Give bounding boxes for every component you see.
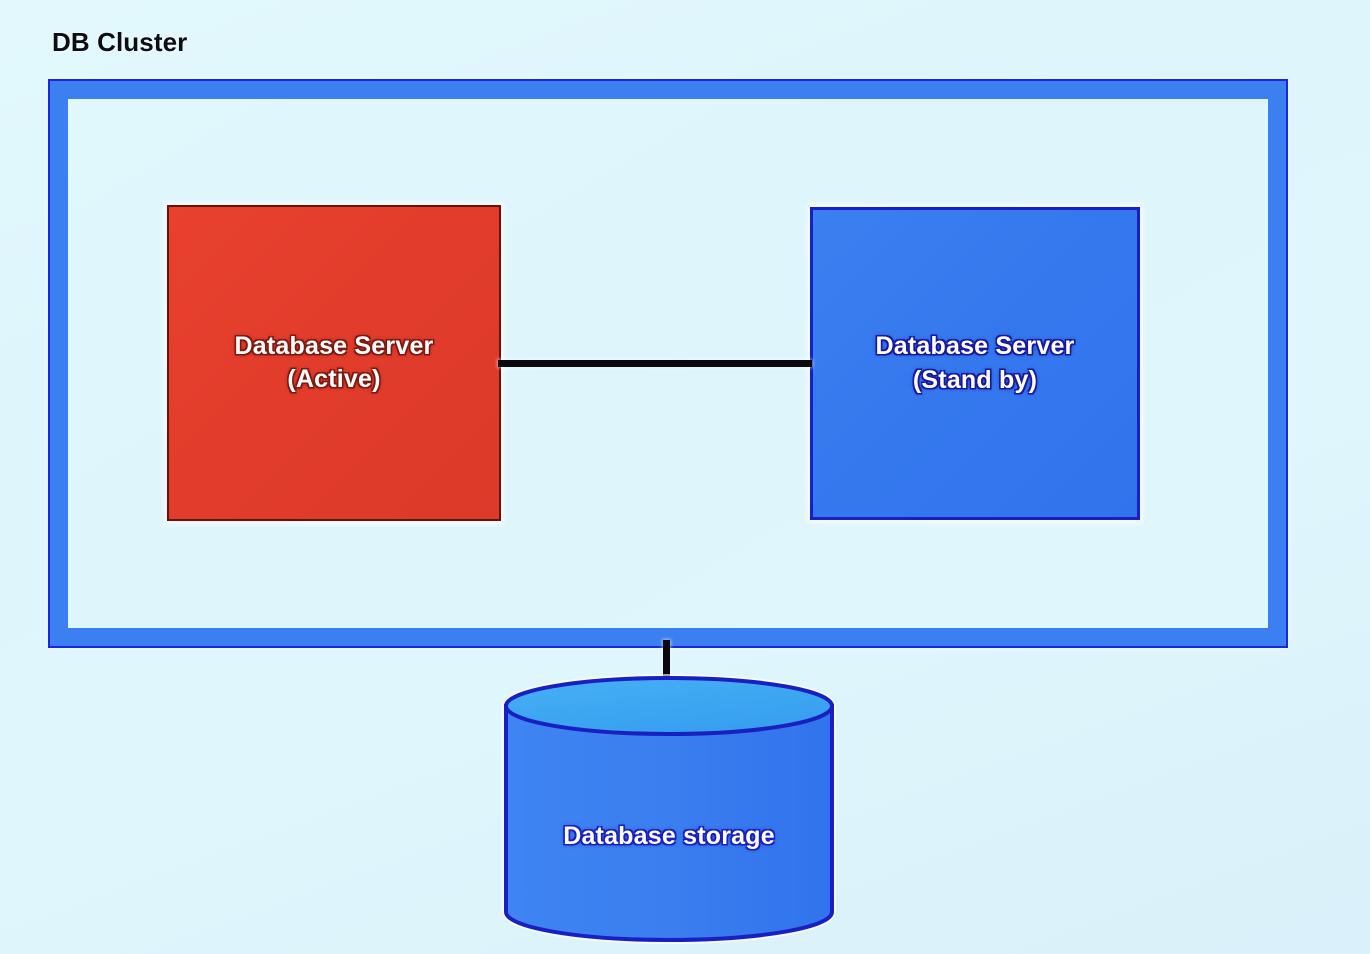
- database-storage-node[interactable]: Database storage: [502, 674, 836, 944]
- db-server-active-node[interactable]: Database Server (Active): [167, 205, 501, 521]
- database-storage-label: Database storage: [563, 822, 775, 850]
- db-server-standby-label: Database Server (Stand by): [875, 332, 1075, 394]
- db-server-active-label: Database Server (Active): [234, 331, 434, 393]
- db-server-standby-node[interactable]: Database Server (Stand by): [810, 207, 1140, 520]
- cylinder-icon: [502, 674, 836, 944]
- page-title: DB Cluster: [52, 27, 188, 57]
- connector-active-to-standby: [498, 360, 812, 367]
